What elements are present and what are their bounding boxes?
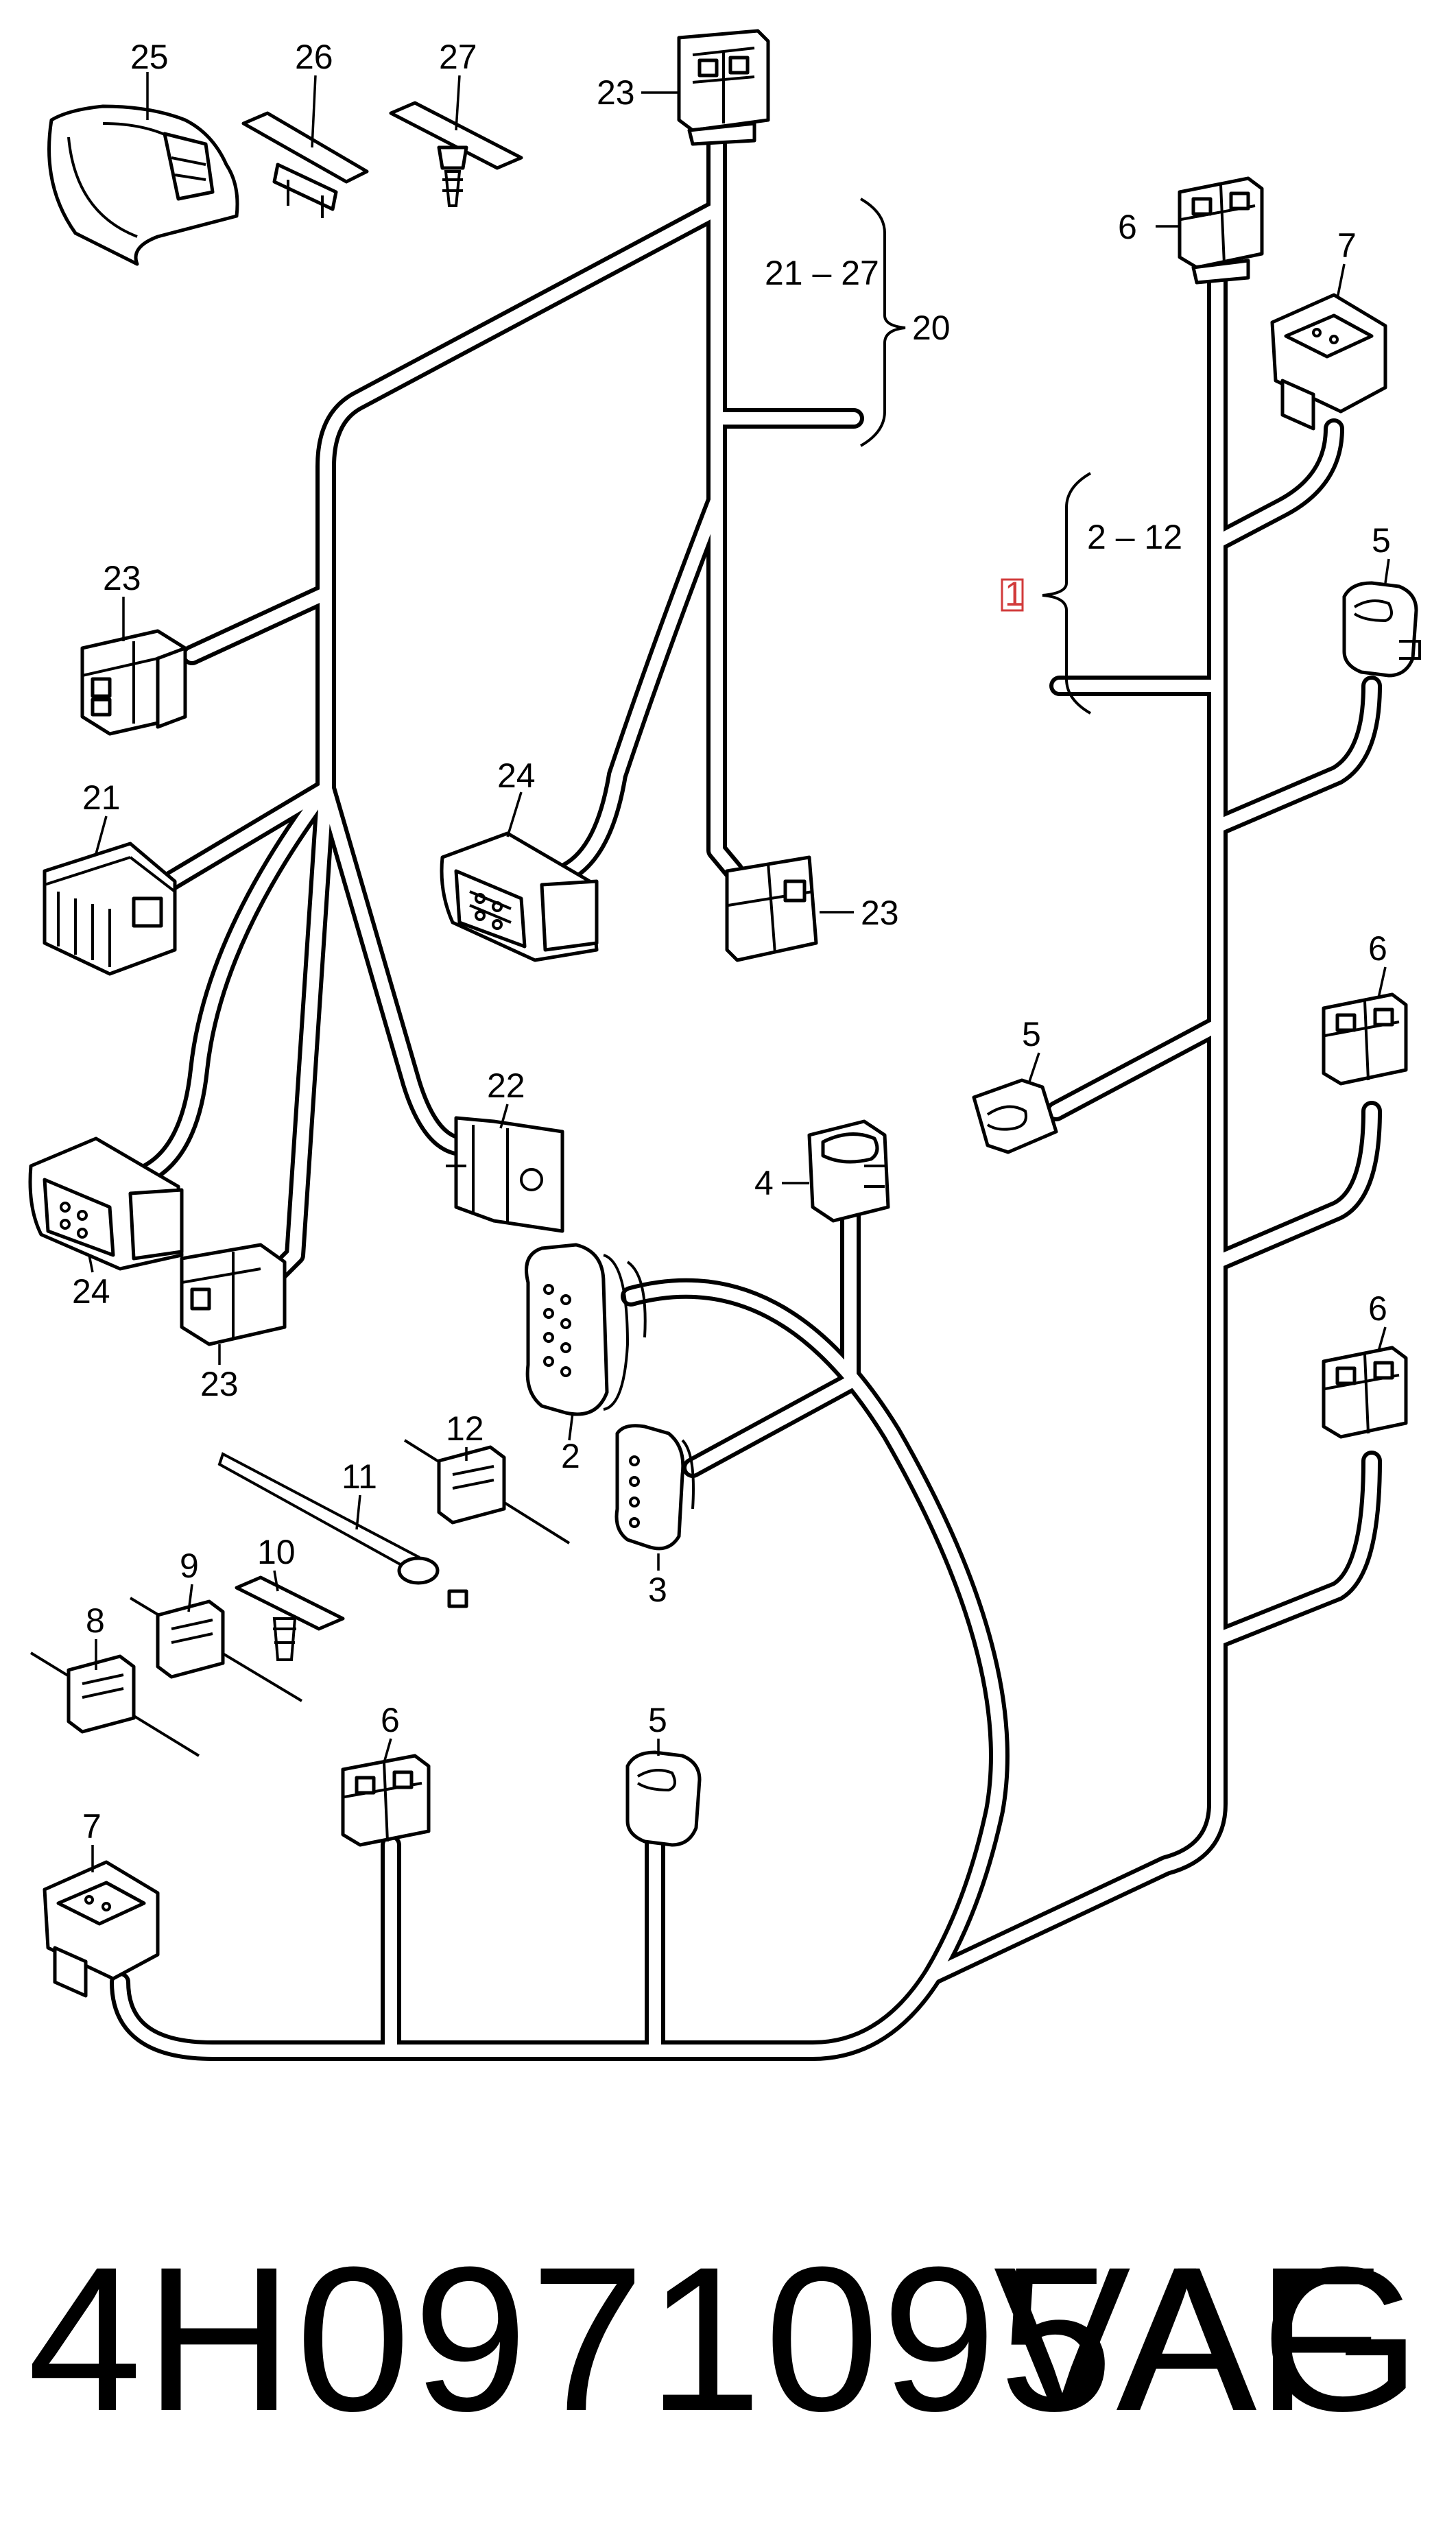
connector-7-bottom — [43, 1860, 160, 1998]
reference-box-1 — [1001, 578, 1024, 612]
connector-5-bottom — [625, 1750, 702, 1847]
label-7-bottom: 7 — [82, 1807, 102, 1846]
label-24-upper: 24 — [497, 756, 536, 795]
connector-6-bottom — [341, 1754, 431, 1847]
callout-labels: 25 26 27 23 21 – 27 20 6 7 2 – 12 1 5 23… — [72, 38, 1391, 1846]
sensor-22 — [446, 1116, 564, 1233]
label-20: 20 — [912, 309, 951, 347]
label-8: 8 — [86, 1601, 105, 1640]
connector-2 — [525, 1243, 647, 1416]
label-1: 1 — [1005, 575, 1024, 613]
part-number: 4H0971095AF — [27, 2224, 1385, 2454]
label-23-top: 23 — [597, 73, 635, 112]
clip-9 — [129, 1597, 303, 1702]
connector-21 — [43, 842, 177, 976]
cable-tie-11 — [217, 1452, 468, 1608]
label-5-bottom: 5 — [648, 1701, 667, 1739]
label-23-mid: 23 — [861, 894, 899, 932]
label-21: 21 — [82, 778, 121, 817]
label-22: 22 — [487, 1066, 525, 1105]
label-27: 27 — [439, 38, 477, 76]
label-6-right-mid: 6 — [1368, 929, 1387, 968]
harness-wires — [110, 130, 1382, 2061]
connector-6-topright — [1178, 176, 1264, 285]
connector-5-middle — [972, 1078, 1058, 1154]
label-25: 25 — [130, 38, 169, 76]
connector-3 — [614, 1424, 695, 1551]
label-3: 3 — [648, 1571, 667, 1609]
label-2-12: 2 – 12 — [1087, 518, 1182, 556]
label-23-bottom: 23 — [200, 1365, 239, 1403]
label-6-topright: 6 — [1118, 208, 1137, 246]
label-5-middle: 5 — [1022, 1015, 1041, 1053]
leader-lines — [88, 72, 1390, 1872]
bracket-2-12 — [1042, 472, 1091, 715]
label-7-topright: 7 — [1337, 226, 1357, 265]
connector-7-topright — [1270, 293, 1387, 431]
label-11: 11 — [342, 1457, 377, 1496]
label-12: 12 — [446, 1409, 484, 1448]
connector-4 — [807, 1119, 890, 1223]
connector-24-lower — [28, 1136, 184, 1271]
connector-23-bottom — [180, 1243, 287, 1346]
connector-23-top — [677, 29, 770, 146]
label-4: 4 — [754, 1164, 774, 1202]
part-number-footer: 4H0971095AF VAG — [0, 2202, 1456, 2476]
clip-25 — [47, 104, 239, 266]
bracket-21-27 — [860, 198, 906, 447]
connector-5-right-top — [1342, 581, 1421, 678]
label-9: 9 — [180, 1547, 199, 1585]
clip-12 — [403, 1439, 571, 1545]
label-5-right-top: 5 — [1372, 521, 1391, 560]
label-6-right-lower: 6 — [1368, 1289, 1387, 1328]
pin-grid-2 — [543, 1284, 571, 1377]
connector-24-upper — [440, 831, 599, 962]
brand-label: VAG — [993, 2224, 1425, 2454]
connector-6-right-lower — [1322, 1346, 1408, 1439]
connector-23-mid — [725, 855, 818, 962]
label-23-left: 23 — [103, 559, 141, 597]
clip-10 — [235, 1575, 345, 1661]
label-26: 26 — [295, 38, 333, 76]
connector-6-right-mid — [1322, 992, 1408, 1086]
label-21-27: 21 – 27 — [765, 254, 879, 292]
label-6-bottom: 6 — [381, 1701, 400, 1739]
label-24-lower: 24 — [72, 1272, 110, 1311]
clip-26 — [241, 111, 369, 218]
clip-27 — [389, 101, 523, 207]
wiring-harness-diagram: 25 26 27 23 21 – 27 20 6 7 2 – 12 1 5 23… — [28, 29, 1421, 2061]
label-2: 2 — [561, 1437, 580, 1475]
label-10: 10 — [257, 1533, 296, 1571]
clip-8 — [29, 1652, 200, 1757]
connector-23-left — [80, 629, 187, 736]
